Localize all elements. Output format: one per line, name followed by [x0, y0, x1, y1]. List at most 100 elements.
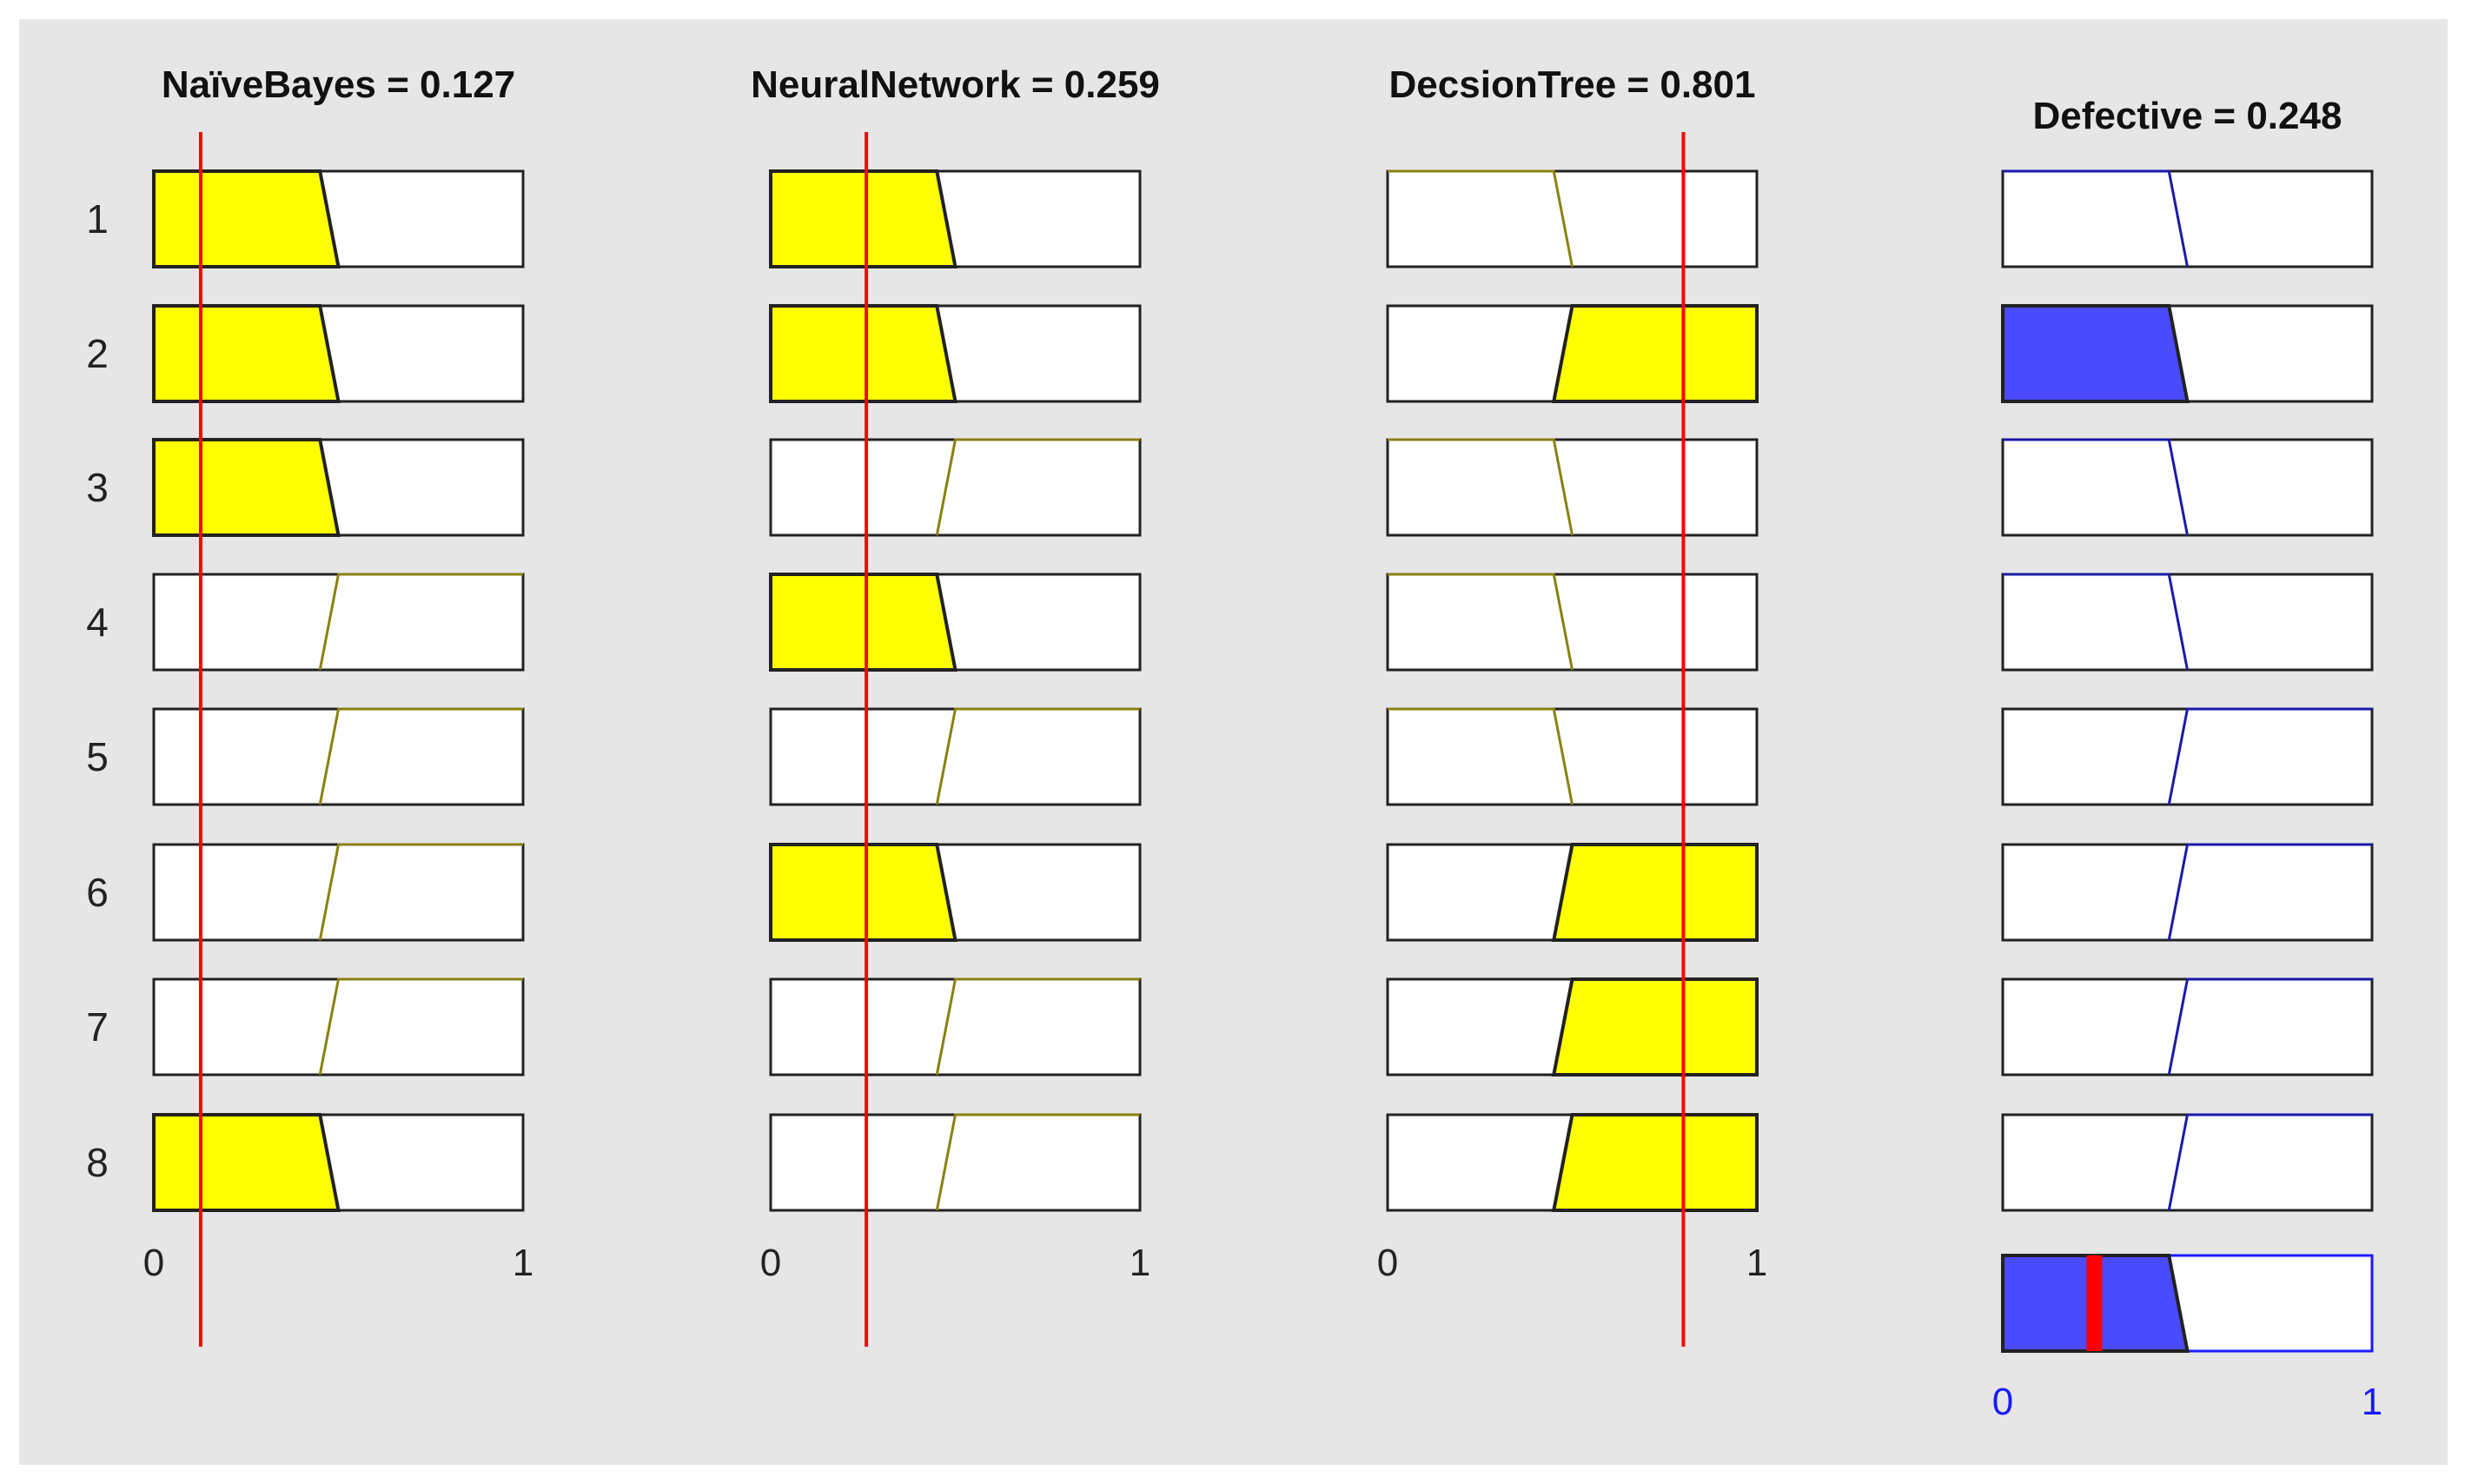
input-3-rule-4: [1386, 573, 1759, 672]
input-1-rule-5-mf-outline: [318, 707, 523, 805]
input-1-rule-4: [152, 573, 525, 672]
output-rule-2: [2001, 304, 2374, 403]
output-rule-1-mf-outline: [2003, 169, 2189, 268]
input-1-rule-4-mf-outline: [318, 573, 523, 671]
input-1-rule-8-mf-fill: [152, 1113, 341, 1212]
input-3-rule-1-mf-outline: [1388, 169, 1574, 268]
input-1-rule-6-mf-outline: [318, 843, 523, 941]
input-column-1: NaïveBayes = 0.127 0 1: [143, 63, 533, 1347]
output-rule-2-mf-fill: [2001, 304, 2190, 403]
input-1-rule-7-frame: [152, 977, 525, 1077]
input-2-rule-8-frame: [769, 1113, 1142, 1212]
output-rule-4: [2001, 573, 2374, 672]
input-3-rule-7: [1386, 977, 1759, 1077]
input-axis-tick-min: 0: [143, 1242, 164, 1284]
input-1-rule-2: [152, 304, 525, 403]
input-2-rule-5-frame: [769, 707, 1142, 806]
input-columns: NaïveBayes = 0.127 0 1 NeuralNetwork = 0.25…: [143, 63, 1767, 1347]
output-rule-6-mf-outline: [2167, 843, 2372, 941]
input-title: NeuralNetwork = 0.259: [751, 63, 1160, 106]
input-column-3: DecsionTree = 0.801 0 1: [1377, 63, 1767, 1347]
input-1-rule-6: [152, 843, 525, 942]
output-rule-7-mf-outline: [2167, 977, 2372, 1076]
input-2-rule-3-mf-outline: [935, 438, 1140, 536]
input-3-rule-2-mf-fill: [1551, 304, 1759, 403]
input-1-rule-5-frame: [152, 707, 525, 806]
input-1-rule-8: [152, 1113, 525, 1212]
output-rule-7: [2001, 977, 2374, 1077]
input-2-rule-6: [769, 843, 1142, 942]
input-2-rule-6-mf-fill: [769, 843, 958, 942]
output-column: Defective = 0.248 0 1: [1992, 95, 2382, 1423]
input-2-rule-7-frame: [769, 977, 1142, 1077]
input-2-rule-5-mf-outline: [935, 707, 1140, 805]
input-axis-tick-min: 0: [760, 1242, 781, 1284]
input-3-rule-8-mf-fill: [1551, 1113, 1759, 1212]
input-1-rule-7-mf-outline: [318, 977, 523, 1076]
input-2-rule-7: [769, 977, 1142, 1077]
rule-number-8: 8: [86, 1140, 109, 1185]
output-axis-tick-max: 1: [2362, 1381, 2382, 1423]
rule-number-2: 2: [86, 331, 109, 376]
output-aggregate: [2001, 1254, 2374, 1353]
output-rule-3-frame: [2001, 438, 2374, 537]
input-axis-tick-max: 1: [513, 1242, 533, 1284]
output-rule-5-frame: [2001, 707, 2374, 806]
input-2-rule-1: [769, 169, 1142, 268]
input-3-rule-2: [1386, 304, 1759, 403]
input-3-rule-4-frame: [1386, 573, 1759, 672]
input-1-rule-2-mf-fill: [152, 304, 341, 403]
rule-number-4: 4: [86, 600, 109, 645]
input-1-rule-7: [152, 977, 525, 1077]
input-3-rule-7-mf-fill: [1551, 977, 1759, 1077]
input-axis-tick-max: 1: [1746, 1242, 1767, 1284]
output-rule-8-mf-outline: [2167, 1113, 2372, 1211]
input-axis-tick-min: 0: [1377, 1242, 1398, 1284]
input-2-rule-3-frame: [769, 438, 1142, 537]
input-2-rule-1-mf-fill: [769, 169, 958, 268]
input-2-rule-2-mf-fill: [769, 304, 958, 403]
output-rule-8: [2001, 1113, 2374, 1212]
output-axis-tick-min: 0: [1992, 1381, 2013, 1423]
output-rule-4-mf-outline: [2003, 573, 2189, 671]
rule-number-7: 7: [86, 1004, 109, 1050]
input-3-rule-6-mf-fill: [1551, 843, 1759, 942]
input-3-rule-5-frame: [1386, 707, 1759, 806]
input-1-rule-4-frame: [152, 573, 525, 672]
rule-number-labels: 1 2 3 4 5 6 7 8: [86, 196, 109, 1185]
output-rule-7-frame: [2001, 977, 2374, 1077]
output-rule-1-frame: [2001, 169, 2374, 268]
input-3-rule-4-mf-outline: [1388, 573, 1574, 671]
rule-number-1: 1: [86, 196, 109, 242]
output-rule-6-frame: [2001, 843, 2374, 942]
input-title: DecsionTree = 0.801: [1389, 63, 1756, 106]
input-1-rule-1-mf-fill: [152, 169, 341, 268]
input-1-rule-3: [152, 438, 525, 537]
input-3-rule-1: [1386, 169, 1759, 268]
output-rule-5-mf-outline: [2167, 707, 2372, 805]
rule-number-3: 3: [86, 465, 109, 510]
input-2-rule-4-mf-fill: [769, 573, 958, 672]
input-2-rule-3: [769, 438, 1142, 537]
output-rule-5: [2001, 707, 2374, 806]
input-title: NaïveBayes = 0.127: [162, 63, 515, 106]
input-2-rule-7-mf-outline: [935, 977, 1140, 1076]
input-3-rule-5-mf-outline: [1388, 707, 1574, 805]
input-3-rule-3-frame: [1386, 438, 1759, 537]
input-2-rule-2: [769, 304, 1142, 403]
output-rule-6: [2001, 843, 2374, 942]
rule-number-6: 6: [86, 870, 109, 915]
input-1-rule-1: [152, 169, 525, 268]
input-2-rule-8: [769, 1113, 1142, 1212]
rule-number-5: 5: [86, 734, 109, 779]
input-1-rule-5: [152, 707, 525, 806]
output-rule-4-frame: [2001, 573, 2374, 672]
input-2-rule-8-mf-outline: [935, 1113, 1140, 1211]
output-rule-3: [2001, 438, 2374, 537]
output-rule-3-mf-outline: [2003, 438, 2189, 536]
input-3-rule-1-frame: [1386, 169, 1759, 268]
input-3-rule-8: [1386, 1113, 1759, 1212]
output-title: Defective = 0.248: [2033, 95, 2342, 137]
input-1-rule-6-frame: [152, 843, 525, 942]
